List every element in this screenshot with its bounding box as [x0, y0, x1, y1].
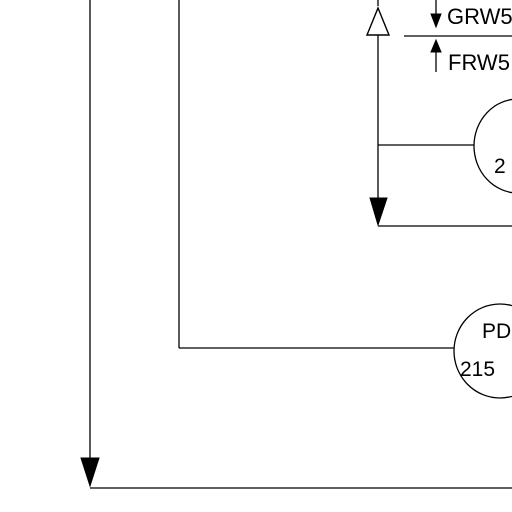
grw-arrow [430, 13, 442, 29]
frw-label: FRW5 [448, 50, 510, 75]
pd-bubble-line2: 215 [460, 358, 495, 381]
upper-bubble [473, 98, 512, 194]
outer-arrow-down [80, 457, 100, 488]
pd-bubble [453, 303, 512, 399]
inner-arrow-down [369, 197, 388, 227]
grw-label: GRW5 [447, 4, 512, 29]
upper-bubble-line2: 2 [494, 155, 506, 178]
pd-bubble-line1: PD [482, 320, 511, 343]
open-arrow-up [365, 6, 391, 36]
